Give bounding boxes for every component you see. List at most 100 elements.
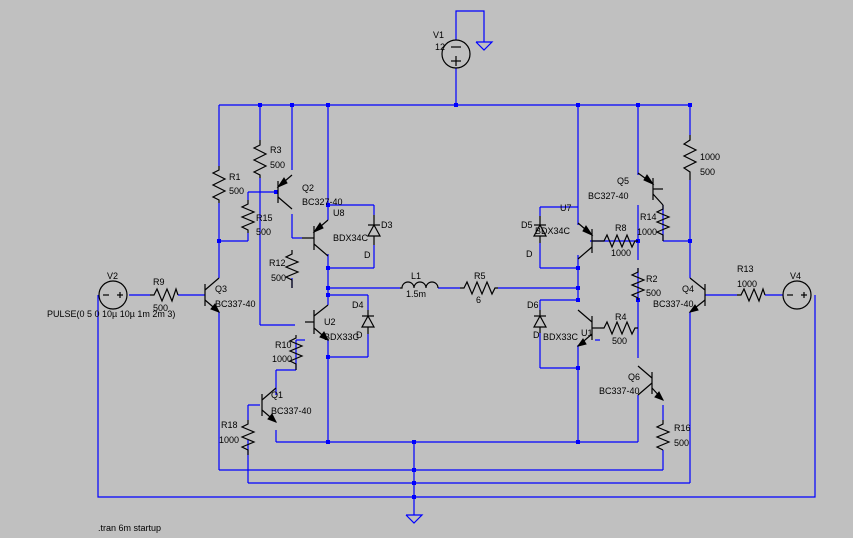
u7-model: BDX34C	[535, 226, 571, 236]
transistor-u2[interactable]: U2 BDX33C	[305, 304, 360, 342]
diode-d6[interactable]: D6 D	[527, 300, 548, 340]
resistor-r14[interactable]: R14 1000	[637, 205, 671, 241]
r5-value: 6	[476, 295, 481, 305]
transistor-u7[interactable]: U7 BDX34C	[535, 203, 600, 260]
r3-name: R3	[270, 145, 282, 155]
r9-value: 500	[153, 303, 168, 313]
r18-name: R18	[221, 420, 238, 430]
transistor-q2[interactable]: Q2 BC327-40	[276, 174, 343, 210]
wires	[97, 10, 816, 515]
q3-model: BC337-40	[215, 299, 256, 309]
r12-name: R12	[269, 258, 286, 268]
ground-symbol-bottom	[405, 514, 424, 524]
r9-name: R9	[153, 277, 165, 287]
q3-name: Q3	[215, 284, 227, 294]
r5-name: R5	[474, 271, 486, 281]
u2-name: U2	[324, 317, 336, 327]
l1-value: 1.5m	[406, 289, 426, 299]
d4-name: D4	[352, 300, 364, 310]
source-v2[interactable]: V2 PULSE(0 5 0 10µ 10µ 1m 2m 3)	[47, 271, 175, 319]
q2-name: Q2	[302, 183, 314, 193]
source-v1[interactable]: V1 12	[433, 30, 471, 69]
q6-model: BC337-40	[599, 386, 640, 396]
r14-value: 1000	[637, 227, 657, 237]
resistor-r10[interactable]: R10 1000	[272, 335, 304, 370]
u2-model: BDX33C	[324, 332, 360, 342]
q1-model: BC337-40	[271, 406, 312, 416]
r2-name: R2	[646, 274, 658, 284]
l1-name: L1	[411, 271, 421, 281]
resistor-r9[interactable]: R9 500	[150, 277, 179, 313]
transistor-q4[interactable]: Q4 BC337-40	[653, 277, 706, 313]
d3-model: D	[364, 250, 371, 260]
v2-name: V2	[107, 271, 118, 281]
rtr-value: 1000	[700, 152, 720, 162]
junctions	[217, 103, 692, 499]
r15-value: 500	[256, 227, 271, 237]
resistor-r16[interactable]: R16 500	[655, 420, 691, 451]
resistor-r12[interactable]: R12 500	[269, 250, 300, 288]
r8-name: R8	[615, 223, 627, 233]
u8-name: U8	[333, 208, 345, 218]
r15-name: R15	[256, 213, 273, 223]
v1-value: 12	[435, 42, 445, 52]
transistor-q6[interactable]: Q6 BC337-40	[599, 365, 665, 401]
rtr2-value: 500	[700, 167, 715, 177]
source-v4[interactable]: V4	[782, 271, 812, 310]
q4-model: BC337-40	[653, 299, 694, 309]
inductor-l1[interactable]: L1 1.5m	[400, 271, 439, 299]
transistor-u1[interactable]: U1 BDX33C	[543, 309, 600, 347]
v1-name: V1	[433, 30, 444, 40]
v4-name: V4	[790, 271, 801, 281]
r4-value: 500	[612, 336, 627, 346]
q2-model: BC327-40	[302, 197, 343, 207]
r16-value: 500	[674, 438, 689, 448]
r8-value: 1000	[611, 248, 631, 258]
ground-symbol-top	[475, 41, 494, 51]
r4-name: R4	[615, 312, 627, 322]
d6-model: D	[533, 330, 540, 340]
resistor-r4[interactable]: R4 500	[600, 312, 638, 346]
r13-name: R13	[737, 264, 754, 274]
resistor-r13[interactable]: R13 1000	[737, 264, 766, 303]
resistor-r5[interactable]: R5 6	[460, 271, 498, 305]
resistor-r15[interactable]: R15 500	[240, 200, 273, 237]
d5-name: D5	[521, 220, 533, 230]
r18-value: 1000	[219, 435, 239, 445]
u7-name: U7	[560, 203, 572, 213]
r1-name: R1	[229, 172, 241, 182]
transistor-u8[interactable]: U8 BDX34C	[302, 208, 369, 257]
r1-value: 500	[229, 186, 244, 196]
d4-model: D	[356, 330, 363, 340]
diode-d3[interactable]: D3 D	[364, 215, 393, 260]
r2-value: 500	[646, 288, 661, 298]
q5-model: BC327-40	[588, 191, 629, 201]
d6-name: D6	[527, 300, 539, 310]
transistor-q5[interactable]: Q5 BC327-40	[588, 172, 664, 206]
transistor-q3[interactable]: Q3 BC337-40	[204, 277, 256, 313]
diode-d4[interactable]: D4 D	[352, 300, 376, 340]
q5-name: Q5	[617, 176, 629, 186]
q6-name: Q6	[628, 372, 640, 382]
resistor-r1[interactable]: R1 500	[211, 166, 244, 203]
transistor-q1[interactable]: Q1 BC337-40	[261, 387, 312, 423]
r14-name: R14	[640, 212, 657, 222]
q1-name: Q1	[271, 390, 283, 400]
d3-name: D3	[381, 220, 393, 230]
resistor-r18[interactable]: R18 1000	[219, 420, 256, 455]
resistor-r2[interactable]: R2 500	[630, 268, 661, 300]
r10-value: 1000	[272, 354, 292, 364]
diode-d5[interactable]: D5 D	[521, 216, 548, 259]
r10-name: R10	[275, 340, 292, 350]
spice-directive[interactable]: .tran 6m startup	[98, 523, 161, 533]
r3-value: 500	[270, 160, 285, 170]
r12-value: 500	[271, 273, 286, 283]
resistor-r3[interactable]: R3 500	[252, 140, 285, 178]
r16-name: R16	[674, 423, 691, 433]
resistor-top-right[interactable]: 1000 500	[682, 135, 720, 180]
r13-value: 1000	[737, 279, 757, 289]
u1-model: BDX33C	[543, 332, 579, 342]
v2-value: PULSE(0 5 0 10µ 10µ 1m 2m 3)	[47, 309, 175, 319]
resistor-r8[interactable]: R8 1000	[600, 223, 638, 258]
